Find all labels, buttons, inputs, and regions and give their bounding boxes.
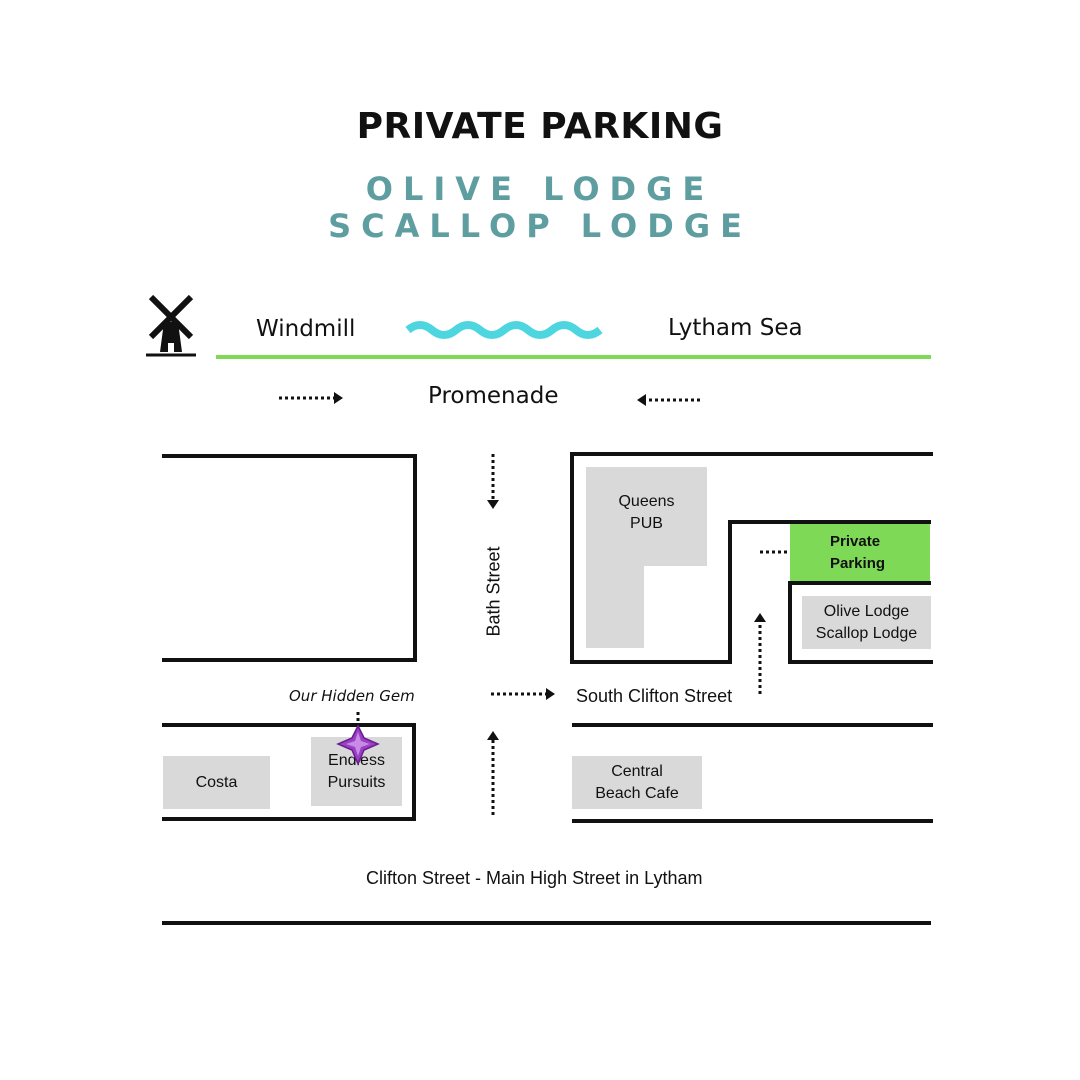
queens-pub-line2: PUB [630,515,663,532]
olive-lodge-label: Olive Lodge [823,602,910,620]
wave-icon [405,321,603,339]
private-parking-line2: Parking [830,555,886,572]
hidden-gem-label: Our Hidden Gem [289,687,415,705]
windmill-icon [146,294,196,357]
costa-building: Costa [163,756,270,809]
queens-pub-line1: Queens [618,493,675,510]
lytham-sea-label: Lytham Sea [668,315,803,341]
private-parking-area: Private Parking [790,524,930,581]
block-northwest [162,454,417,662]
clifton-street-label: Clifton Street - Main High Street in Lyt… [366,868,703,888]
costa-label: Costa [195,773,238,791]
central-beach-cafe-building: Central Beach Cafe [572,756,702,809]
scallop-lodge-label: Scallop Lodge [815,624,918,642]
central-beach-cafe-line2: Beach Cafe [595,784,679,802]
endless-pursuits-line2: Pursuits [327,773,386,791]
subtitle-scallop-lodge: SCALLOP LODGE [328,207,752,245]
bath-street-label: Bath Street [483,546,504,637]
queens-pub-label: Queens PUB [586,491,707,535]
promenade-label: Promenade [428,383,559,409]
south-clifton-street-label: South Clifton Street [576,686,733,706]
private-parking-line1: Private [830,533,881,550]
page-title: PRIVATE PARKING [356,106,724,147]
lodges-building: Olive Lodge Scallop Lodge [802,596,931,649]
subtitle-olive-lodge: OLIVE LODGE [365,170,715,208]
windmill-label: Windmill [256,316,356,342]
block-northeast [570,452,933,664]
block-lodges [788,581,933,664]
queens-pub-building [586,467,707,648]
block-southwest [162,723,416,821]
private-parking-label: Private Parking [830,531,885,575]
central-beach-cafe-line1: Central [611,762,663,780]
gem-star-overlay [336,724,380,766]
